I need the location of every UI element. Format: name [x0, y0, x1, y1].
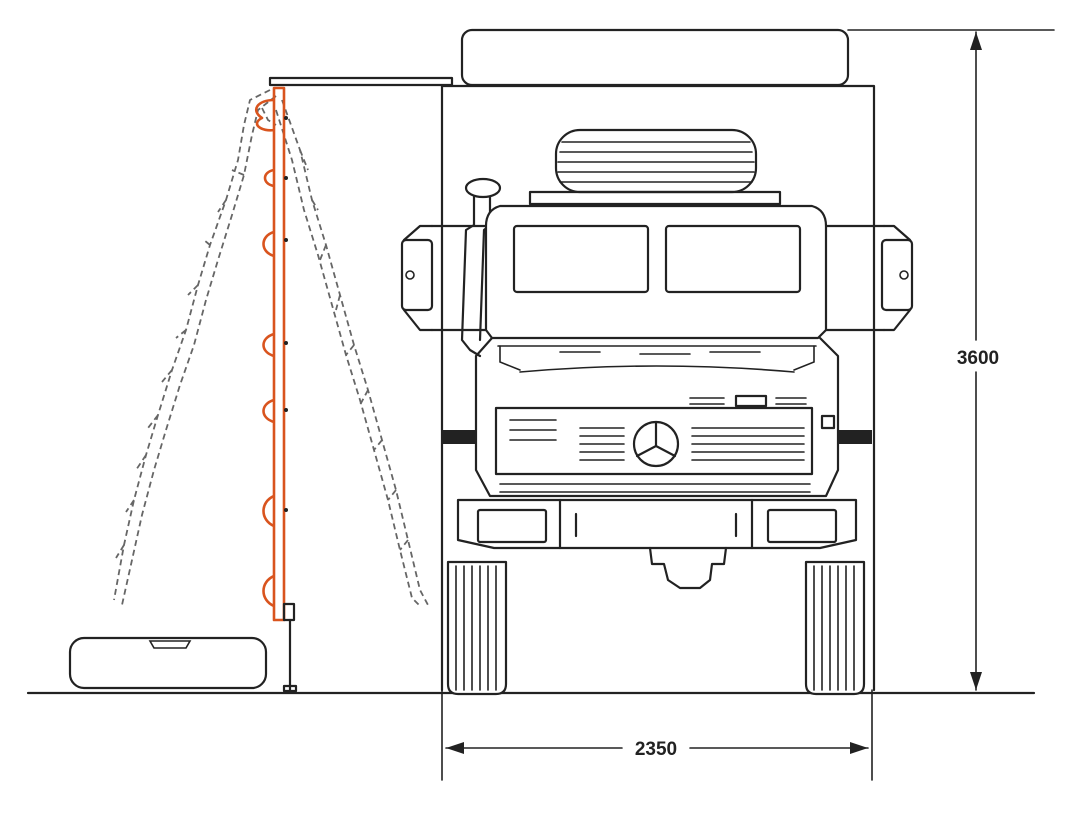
- radiator-grille: [494, 406, 814, 493]
- left-mirror: [400, 224, 490, 332]
- width-dimension-label: 2350: [635, 739, 677, 760]
- width-dimension: [441, 689, 873, 781]
- dashed-ladder-outline: [113, 89, 429, 607]
- left-headlight: [476, 508, 548, 544]
- awning-rail: [268, 76, 454, 87]
- cab-roof-rack: [528, 128, 782, 206]
- height-dimension: [847, 29, 1055, 691]
- awning-pole: [255, 86, 298, 693]
- left-fender-marker: [442, 430, 476, 444]
- roof-box: [460, 28, 850, 87]
- right-fender-marker: [838, 430, 872, 444]
- three-pointed-star-emblem: [632, 420, 680, 468]
- left-windshield: [512, 224, 650, 294]
- truck-cab: [474, 204, 840, 498]
- right-windshield: [664, 224, 802, 294]
- front-bumper: [456, 498, 858, 590]
- left-front-tire: [446, 560, 508, 696]
- right-headlight: [766, 508, 838, 544]
- spare-tire-on-ground: [68, 636, 268, 690]
- right-mirror: [824, 224, 914, 332]
- right-front-tire: [804, 560, 866, 696]
- height-dimension-label: 3600: [957, 348, 999, 369]
- camper-body: [440, 84, 876, 692]
